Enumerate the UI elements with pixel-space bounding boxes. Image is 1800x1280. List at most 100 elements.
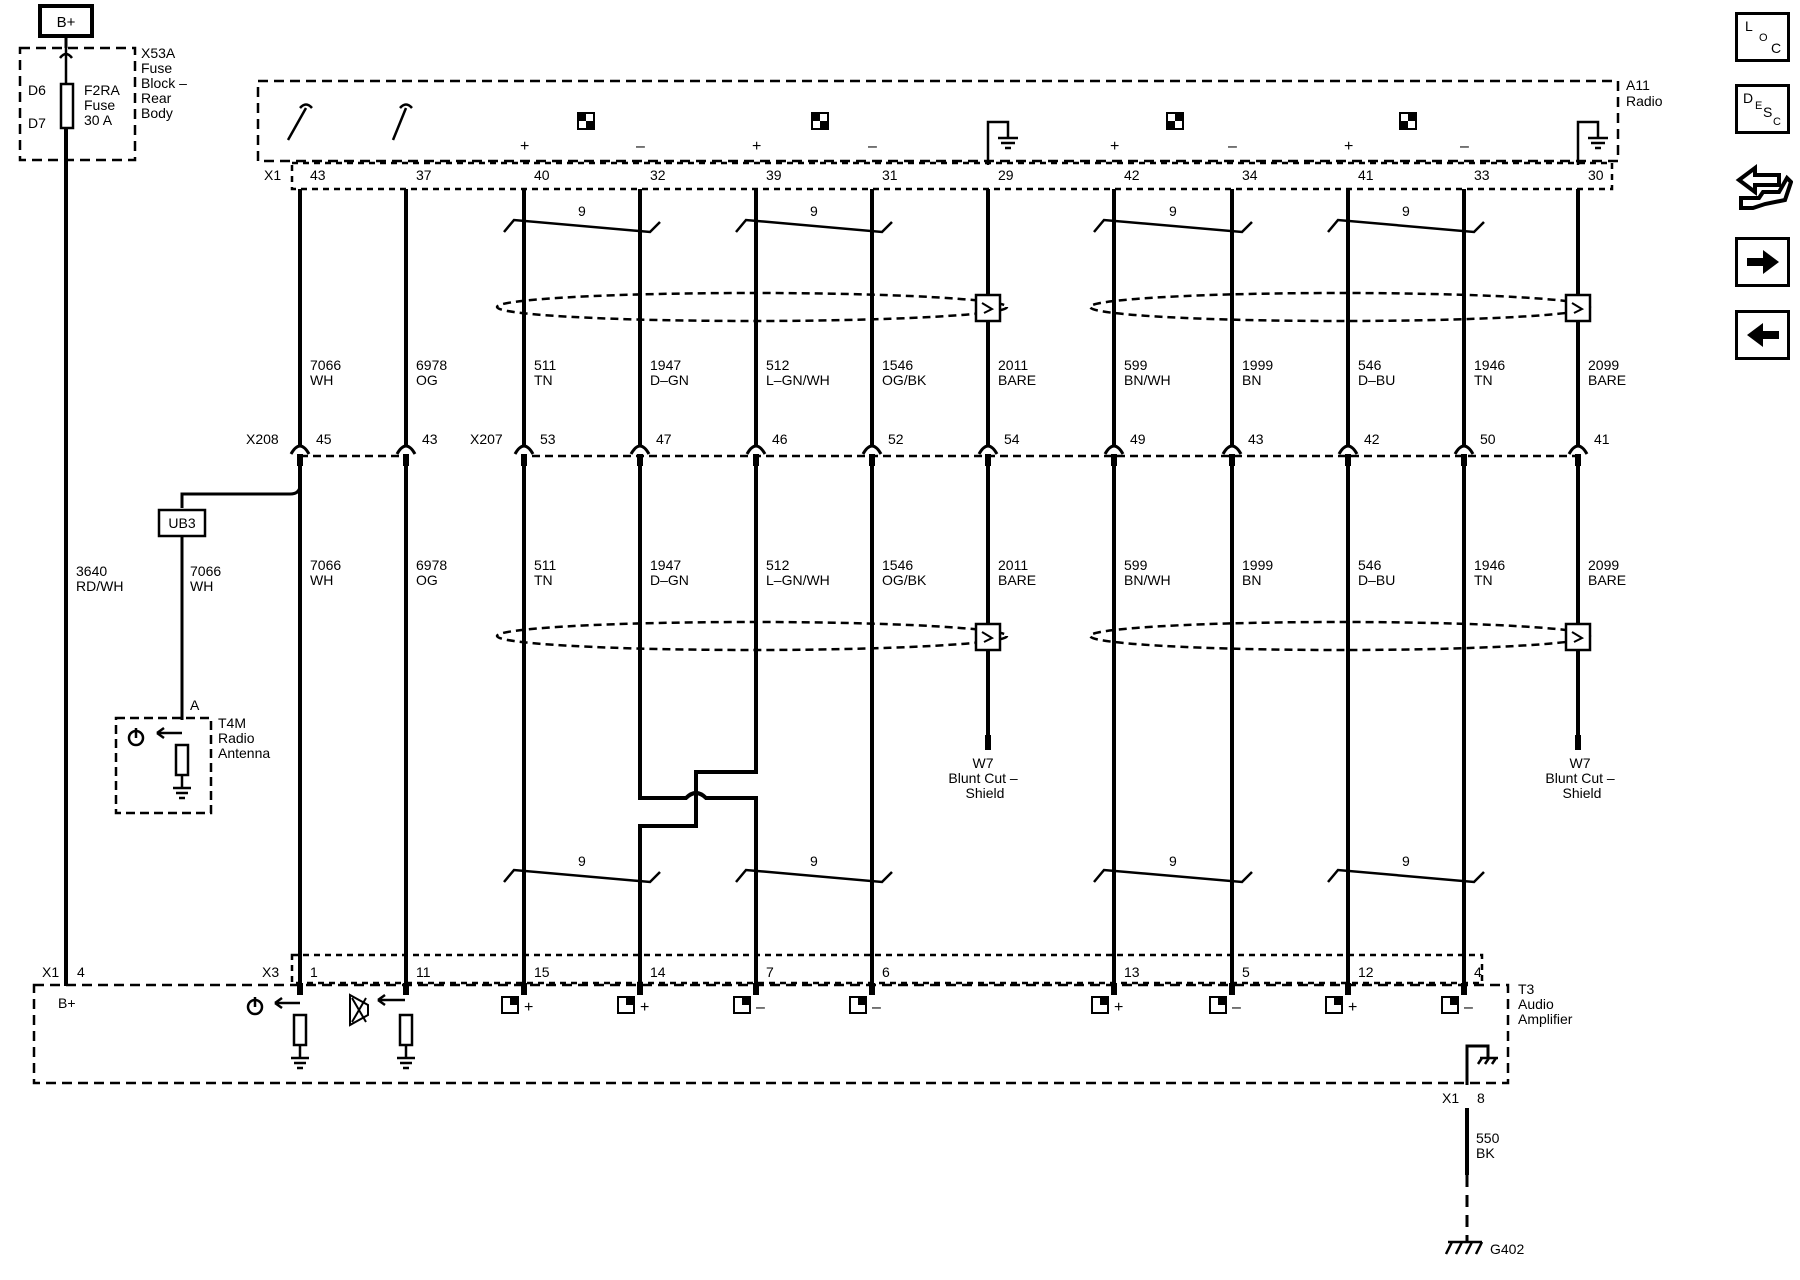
fuse-block-x53a: D6 D7 F2RA Fuse 30 A X53A Fuse Block – R…: [18, 45, 187, 162]
amplifier-feed-label: B+: [58, 995, 76, 1011]
ground-point-label: G402: [1490, 1241, 1524, 1257]
wire-circuit-label: 1546: [882, 357, 913, 373]
svg-text:O: O: [1759, 32, 1768, 44]
radio-pin-label: 34: [1242, 167, 1258, 183]
location-icon: L O C: [1745, 18, 1781, 56]
amplifier-pin-label: 11: [416, 964, 431, 980]
wire-circuit-label: 546: [1358, 557, 1382, 573]
ground-icon: [173, 786, 191, 800]
wire-color-label: BARE: [1588, 572, 1626, 588]
wire-color-label: TN: [1474, 372, 1493, 388]
amplifier-name: T3 Audio Amplifier: [1518, 981, 1573, 1027]
twist-count-label: 9: [578, 203, 586, 219]
inline-pin-label: 41: [1594, 431, 1610, 447]
radio-a11: A11 Radio X1: [256, 77, 1663, 191]
speaker-output-rear-left-icon: [1166, 112, 1184, 130]
radio-polarity-mark: –: [1228, 138, 1237, 155]
next-page-button[interactable]: [1735, 237, 1790, 287]
radio-pin-label: 40: [534, 167, 550, 183]
wire-circuit-label: 599: [1124, 357, 1148, 373]
chassis-ground-icon: [986, 120, 1018, 165]
svg-text:C: C: [1773, 116, 1781, 128]
resistor-icon: [292, 1013, 308, 1047]
wire-color-label: OG: [416, 372, 438, 388]
inline-pin-label: 42: [1364, 431, 1380, 447]
radio-polarity-mark: +: [1344, 138, 1353, 155]
service-procedure-button[interactable]: [1735, 158, 1794, 216]
radio-pin-label: 29: [998, 167, 1014, 183]
inline-pin-label: 53: [540, 431, 556, 447]
wire-circuit-label: 1999: [1242, 557, 1273, 573]
amplifier-pin-label: 7: [766, 964, 774, 980]
wire-circuit-label: 2099: [1588, 557, 1619, 573]
wire-color-label: OG/BK: [882, 572, 927, 588]
resistor-icon: [398, 1013, 414, 1047]
inline-pin-label: 46: [772, 431, 788, 447]
inline-connector-x208: X208: [246, 431, 279, 447]
amplifier-polarity-mark: –: [1464, 999, 1473, 1016]
svg-text:C: C: [1771, 40, 1781, 56]
wire-circuit-label: 1946: [1474, 557, 1505, 573]
speaker-output-front-right-icon: [811, 112, 829, 130]
amplifier-polarity-mark: +: [1114, 999, 1123, 1016]
wire-color-label: BARE: [998, 572, 1036, 588]
wire-circuit-label: 512: [766, 557, 790, 573]
amplifier-polarity-mark: –: [872, 999, 881, 1016]
wire-circuit-label: 546: [1358, 357, 1382, 373]
svg-text:S: S: [1763, 104, 1772, 120]
speaker-input-icon: [1209, 996, 1227, 1014]
wire-circuit-label: 6978: [416, 357, 447, 373]
inline-connector-pin-icon: [1103, 444, 1125, 455]
radio-connector-x1: X1: [264, 167, 281, 183]
antenna-branch-pin: A: [190, 697, 200, 713]
wire-color-label: BN/WH: [1124, 372, 1171, 388]
previous-page-button[interactable]: [1735, 310, 1790, 360]
svg-text:E: E: [1755, 100, 1762, 112]
description-button[interactable]: D E S C: [1735, 84, 1790, 134]
inline-connector-pin-icon: [745, 444, 767, 455]
amplifier-polarity-mark: –: [1232, 999, 1241, 1016]
twisted-pair-marker: [503, 868, 661, 884]
twist-count-label: 9: [810, 853, 818, 869]
radio-polarity-mark: –: [636, 138, 645, 155]
power-label: B+: [57, 14, 76, 31]
amplifier-pin-label: 1: [310, 964, 318, 980]
twist-count-label: 9: [1169, 853, 1177, 869]
amplifier-pin-label: 5: [1242, 964, 1250, 980]
wire-color-label: BN: [1242, 372, 1261, 388]
wire-circuit-label: 512: [766, 357, 790, 373]
wire-circuit-label: 1946: [1474, 357, 1505, 373]
wire-crossover: [638, 466, 758, 983]
amplifier-connector-x3: X3: [262, 964, 279, 980]
amplifier-pin-label: 15: [534, 964, 550, 980]
inline-connector-x207: X207: [470, 431, 503, 447]
wires: 7066WH7066WH6978OG6978OG511TN511TN1947D–…: [298, 189, 1626, 983]
shield-drain-2099: W7 Blunt Cut – Shield: [1545, 735, 1618, 801]
shield-lower-front: [495, 620, 1009, 652]
wire-circuit-label: 1947: [650, 357, 681, 373]
shield-drain-2011: W7 Blunt Cut – Shield: [948, 735, 1018, 801]
twisted-pair-marker: [1093, 218, 1253, 234]
twisted-pair-marker: [503, 218, 661, 234]
inline-pin-label: 43: [1248, 431, 1264, 447]
amplifier-pin-label: 4: [1474, 964, 1482, 980]
chassis-ground-icon: [1444, 1240, 1484, 1255]
speaker-output-front-left-icon: [577, 112, 595, 130]
location-button[interactable]: L O C: [1735, 12, 1790, 62]
wire-color-label: L–GN/WH: [766, 572, 830, 588]
wire-color-label: L–GN/WH: [766, 372, 830, 388]
inline-connector-pin-icon: [1453, 444, 1475, 455]
amplifier-feed-connector: X1: [42, 964, 59, 980]
shield-upper-front: [495, 291, 1009, 323]
wire-circuit-label: 2099: [1588, 357, 1619, 373]
ground-icon: [397, 1056, 415, 1070]
twisted-pair-marker: [1327, 218, 1485, 234]
shield-drain-label: W7 Blunt Cut – Shield: [1545, 755, 1618, 801]
next-arrow-icon: [1746, 250, 1779, 274]
radio-polarity-mark: +: [520, 138, 529, 155]
radio-pin-label: 33: [1474, 167, 1490, 183]
radio-pin-label: 31: [882, 167, 898, 183]
